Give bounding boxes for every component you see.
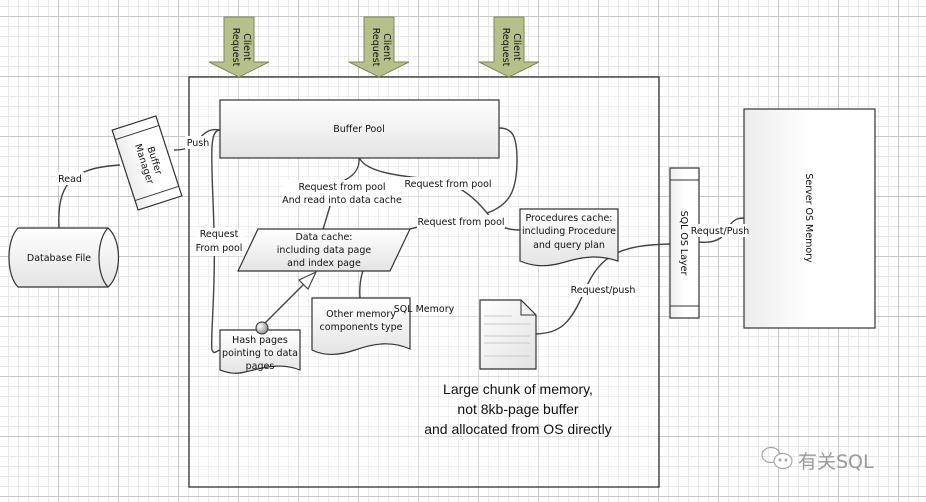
client-request-arrow-3: Client Request	[478, 16, 540, 78]
buffer-pool-right-connector	[486, 127, 518, 214]
other-memory-label-line2: components type	[320, 322, 403, 333]
requst-push-os-label: Requst/Push	[691, 226, 750, 237]
client-request-arrow-1: Client Request	[208, 16, 270, 78]
request-from-pool-2-label: Request from pool	[417, 217, 504, 228]
procedures-cache-label-line3: and query plan	[533, 240, 605, 251]
request-read-data-cache-label-line2: And read into data cache	[282, 195, 402, 206]
other-memory-node[interactable]: Other memory components type	[311, 297, 411, 356]
client-label-line2: Request	[370, 28, 381, 67]
hash-to-data-cache-arrow	[261, 270, 318, 327]
data-cache-label-line3: and index page	[287, 258, 361, 269]
document-icon[interactable]	[479, 299, 537, 370]
sql-os-layer-label: SQL OS Layer	[678, 211, 689, 276]
request-from-pool-1-label: Request from pool	[404, 179, 491, 190]
procedures-cache-label-line1: Procedures cache:	[525, 213, 612, 224]
buffer-pool-label: Buffer Pool	[333, 124, 385, 135]
read-label: Read	[58, 174, 82, 185]
client-label-line1: Client	[381, 33, 392, 61]
connection-point-icon	[255, 321, 269, 335]
sql-os-layer-node[interactable]: SQL OS Layer	[669, 167, 700, 319]
buffer-manager-node[interactable]: Buffer Manager	[111, 115, 183, 211]
procedures-cache-node[interactable]: Procedures cache: including Procedure an…	[519, 208, 619, 267]
database-file-node[interactable]: Database File	[8, 227, 119, 288]
hash-pages-node[interactable]: Hash pages pointing to data pages	[219, 321, 301, 374]
data-cache-label-line1: Data cache:	[295, 232, 352, 243]
client-label-line1: Client	[511, 33, 522, 61]
push-label: Push	[187, 138, 210, 149]
watermark: 有关SQL	[761, 446, 874, 473]
request-from-pool-left-connector	[210, 129, 221, 354]
large-chunk-text-line1: Large chunk of memory,	[443, 381, 593, 397]
data-cache-node[interactable]: Data cache: including data page and inde…	[237, 228, 411, 272]
hash-pages-label-line1: Hash pages	[232, 335, 288, 346]
server-os-memory-node[interactable]: Server OS Memory	[743, 108, 876, 329]
watermark-text: 有关SQL	[798, 451, 874, 473]
request-from-pool-left-label-line1: Request	[200, 229, 239, 240]
other-memory-label-line1: Other memory	[326, 309, 396, 320]
buffer-pool-node[interactable]: Buffer Pool	[219, 99, 500, 159]
client-request-arrow-2: Client Request	[348, 16, 410, 78]
hash-pages-label-line2: pointing to data	[222, 348, 298, 359]
data-cache-label-line2: including data page	[277, 245, 372, 256]
request-push-lower-label: Request/push	[571, 285, 636, 296]
large-chunk-text-line3: and allocated from OS directly	[424, 421, 612, 437]
client-label-line2: Request	[230, 28, 241, 67]
database-file-label: Database File	[27, 253, 91, 264]
hash-pages-label-line3: pages	[246, 361, 275, 372]
wechat-icon	[761, 446, 793, 470]
client-label-line2: Request	[500, 28, 511, 67]
procedures-cache-label-line2: including Procedure	[522, 226, 616, 237]
request-read-data-cache-label-line1: Request from pool	[298, 182, 385, 193]
client-label-line1: Client	[241, 33, 252, 61]
server-os-memory-label: Server OS Memory	[803, 173, 814, 263]
sql-memory-label: SQL Memory	[394, 304, 455, 315]
request-from-pool-left-label-line2: From pool	[196, 243, 243, 254]
large-chunk-text-line2: not 8kb-page buffer	[457, 401, 579, 417]
